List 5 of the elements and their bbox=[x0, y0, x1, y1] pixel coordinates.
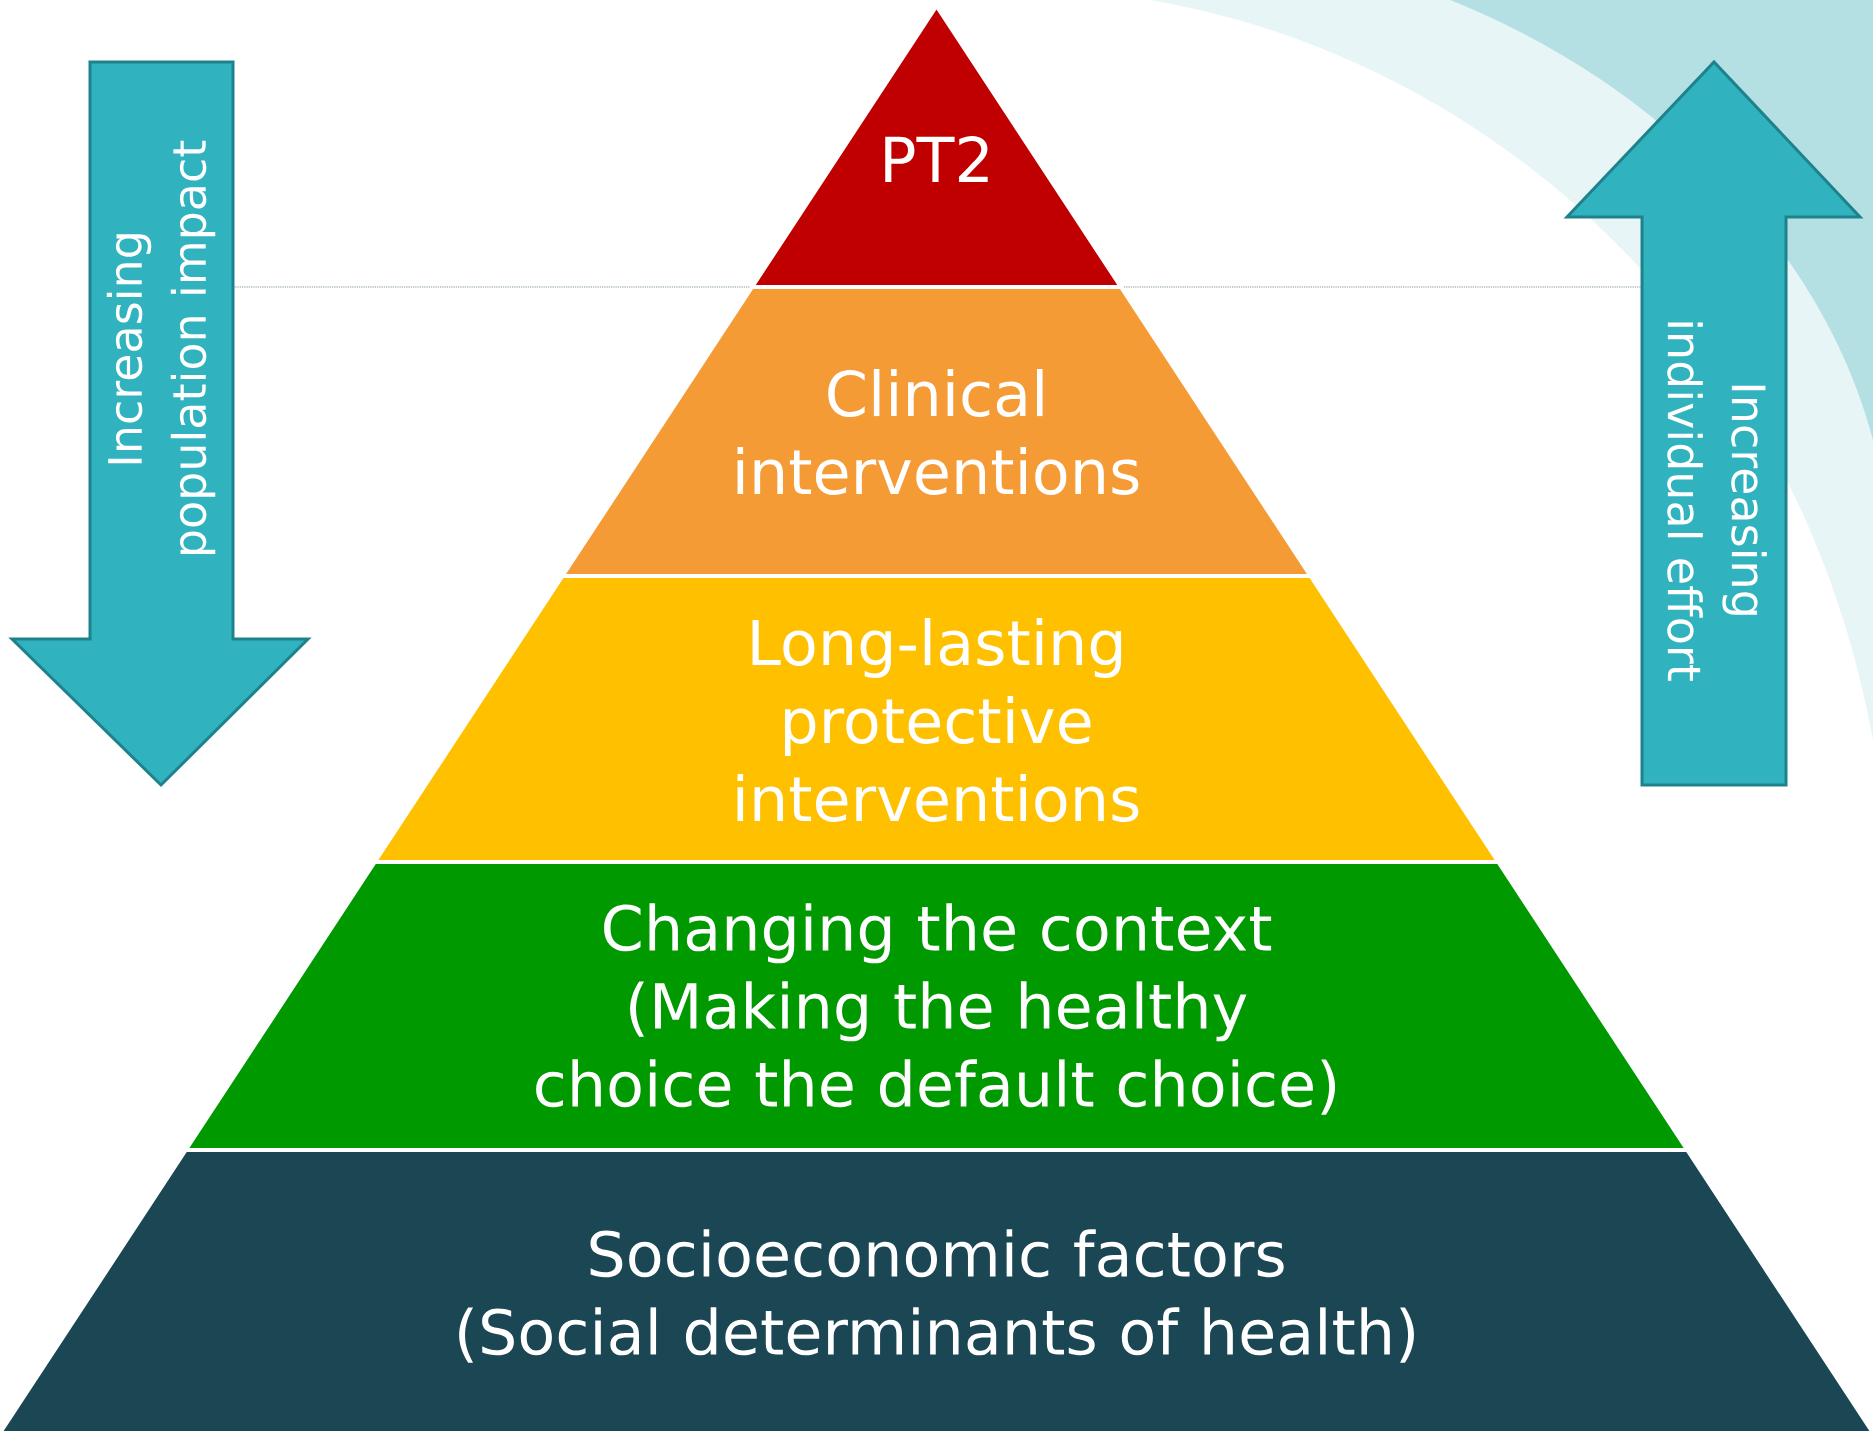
pyramid-tier: Changing the context (Making the healthy choice the default choice) bbox=[183, 860, 1690, 1152]
pyramid-tier: Clinical interventions bbox=[560, 285, 1313, 578]
pyramid-tier: PT2 bbox=[750, 4, 1123, 289]
pyramid-tier: Socioeconomic factors (Social determinants of health) bbox=[0, 1148, 1873, 1435]
pyramid-tier: Long-lasting protective interventions bbox=[372, 574, 1501, 864]
